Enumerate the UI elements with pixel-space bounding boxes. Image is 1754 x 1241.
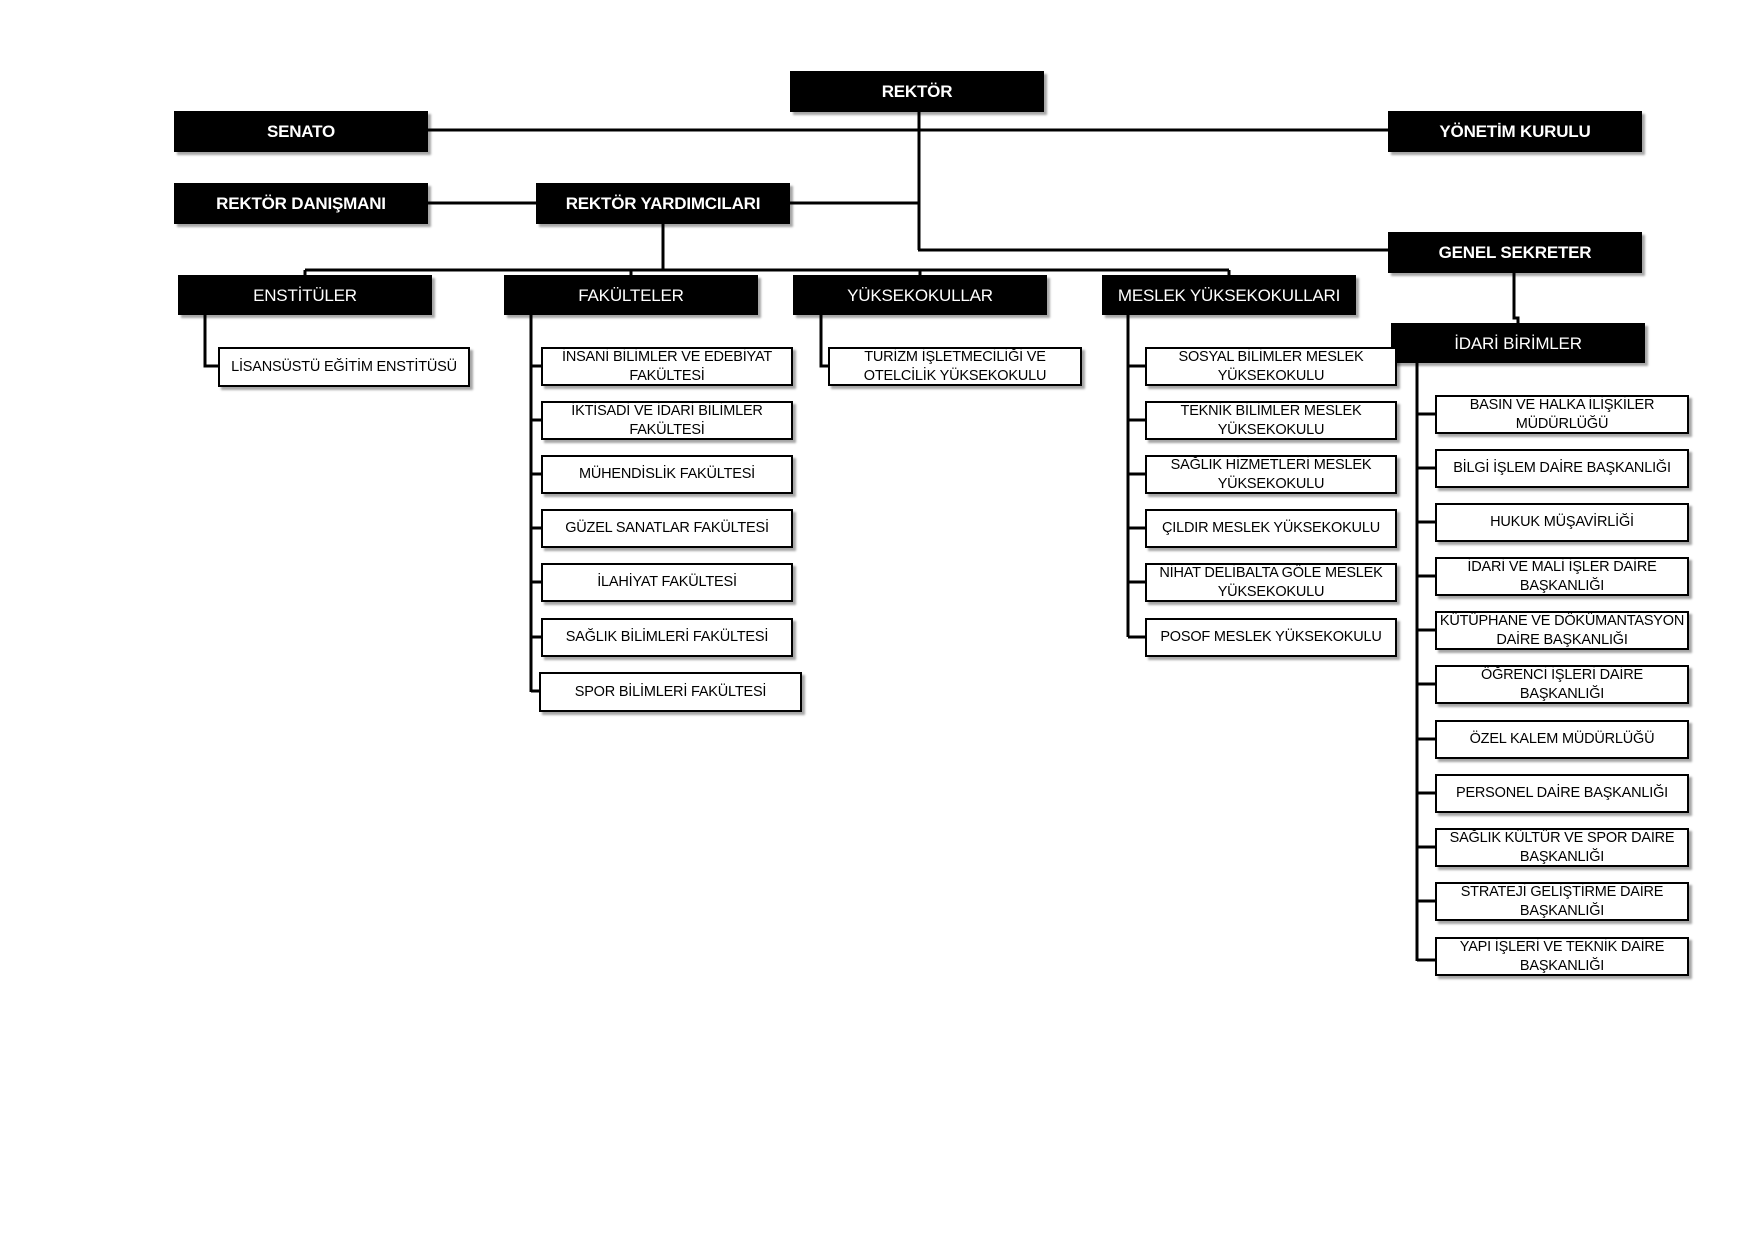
idari-birim-item: BİLGİ İŞLEM DAİRE BAŞKANLIĞI (1435, 449, 1689, 488)
fakulte-item: İKTİSADİ VE İDARİ BİLİMLER FAKÜLTESİ (541, 401, 793, 440)
senato-box: SENATO (174, 111, 428, 152)
idari-birim-item: BASIN VE HALKA İLİŞKİLER MÜDÜRLÜĞÜ (1435, 395, 1689, 434)
rektor-danismani-box: REKTÖR DANIŞMANI (174, 183, 428, 224)
idari-birim-item: ÖZEL KALEM MÜDÜRLÜĞÜ (1435, 720, 1689, 759)
idari-birim-item: İDARİ VE MALİ İŞLER DAİRE BAŞKANLIĞI (1435, 557, 1689, 596)
rektor-yardimcilari-box: REKTÖR YARDIMCILARI (536, 183, 790, 224)
idari-birimler-header: İDARİ BİRİMLER (1391, 323, 1645, 363)
meslek-yuksekokullari-header: MESLEK YÜKSEKOKULLARI (1102, 275, 1356, 315)
fakulte-item: SPOR BİLİMLERİ FAKÜLTESİ (539, 672, 802, 712)
myo-item: SOSYAL BİLİMLER MESLEK YÜKSEKOKULU (1145, 347, 1397, 386)
idari-birim-item: YAPI İŞLERİ VE TEKNİK DAİRE BAŞKANLIĞI (1435, 937, 1689, 976)
fakulte-item: MÜHENDİSLİK FAKÜLTESİ (541, 455, 793, 494)
myo-item: SAĞLIK HİZMETLERİ MESLEK YÜKSEKOKULU (1145, 455, 1397, 494)
idari-birim-item: STRATEJİ GELİŞTİRME DAİRE BAŞKANLIĞI (1435, 882, 1689, 921)
myo-item: ÇILDIR MESLEK YÜKSEKOKULU (1145, 509, 1397, 548)
idari-birim-item: PERSONEL DAİRE BAŞKANLIĞI (1435, 774, 1689, 813)
rektor-box: REKTÖR (790, 71, 1044, 112)
fakulteler-header: FAKÜLTELER (504, 275, 758, 315)
yuksekokul-item: TURİZM İŞLETMECİLİĞİ VE OTELCİLİK YÜKSEK… (828, 347, 1082, 386)
fakulte-item: İNSANİ BİLİMLER VE EDEBİYAT FAKÜLTESİ (541, 347, 793, 386)
idari-birim-item: HUKUK MÜŞAVİRLİĞİ (1435, 503, 1689, 542)
fakulte-item: İLAHİYAT FAKÜLTESİ (541, 563, 793, 602)
enstituler-header: ENSTİTÜLER (178, 275, 432, 315)
idari-birim-item: SAĞLIK KÜLTÜR VE SPOR DAİRE BAŞKANLIĞI (1435, 828, 1689, 867)
yuksekokullar-header: YÜKSEKOKULLAR (793, 275, 1047, 315)
idari-birim-item: ÖĞRENCİ İŞLERİ DAİRE BAŞKANLIĞI (1435, 665, 1689, 704)
fakulte-item: GÜZEL SANATLAR FAKÜLTESİ (541, 509, 793, 548)
myo-item: NİHAT DELİBALTA GÖLE MESLEK YÜKSEKOKULU (1145, 563, 1397, 602)
myo-item: TEKNİK BİLİMLER MESLEK YÜKSEKOKULU (1145, 401, 1397, 440)
yonetim-kurulu-box: YÖNETİM KURULU (1388, 111, 1642, 152)
genel-sekreter-box: GENEL SEKRETER (1388, 232, 1642, 273)
idari-birim-item: KÜTÜPHANE VE DÖKÜMANTASYON DAİRE BAŞKANL… (1435, 611, 1689, 650)
myo-item: POSOF MESLEK YÜKSEKOKULU (1145, 618, 1397, 657)
fakulte-item: SAĞLIK BİLİMLERİ FAKÜLTESİ (541, 618, 793, 657)
enstitu-item: LİSANSÜSTÜ EĞİTİM ENSTİTÜSÜ (218, 347, 470, 387)
